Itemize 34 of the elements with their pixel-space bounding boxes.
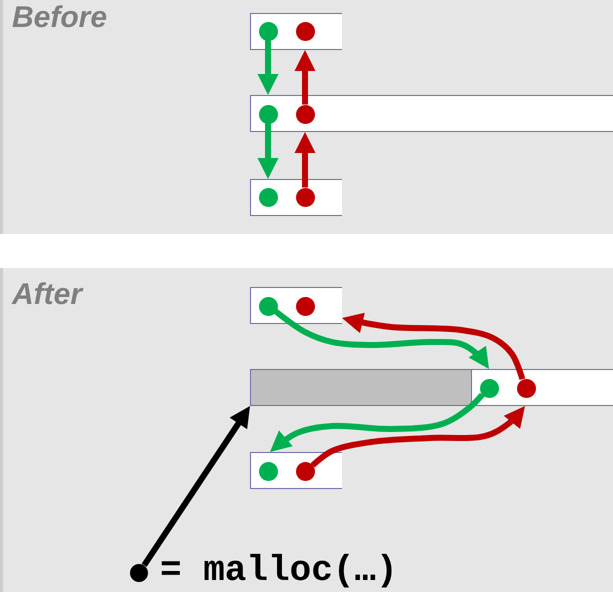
- arrow: [258, 124, 278, 179]
- panel: [0, 268, 613, 592]
- panel-heading: Before: [12, 3, 108, 33]
- arrow: [268, 392, 485, 454]
- arrow: [310, 404, 528, 468]
- arrow: [274, 309, 492, 371]
- memory-block: [250, 13, 342, 50]
- dot-icon: [258, 104, 278, 124]
- arrow: [294, 132, 316, 188]
- memory-block: [471, 369, 613, 406]
- memory-block: [250, 179, 342, 216]
- dot-icon: [258, 296, 278, 316]
- memory-block: [250, 287, 342, 324]
- dot-icon: [480, 378, 498, 398]
- memory-block: [250, 95, 613, 132]
- code-label: = malloc(…): [160, 553, 398, 589]
- arrow: [258, 40, 278, 95]
- dot-icon: [296, 104, 314, 124]
- memory-block: [250, 452, 342, 489]
- dot-icon: [516, 378, 536, 398]
- dot-icon: [258, 462, 278, 480]
- panel: [0, 0, 613, 234]
- arrow: [294, 50, 316, 104]
- dot-icon: [296, 188, 314, 206]
- arrow: [341, 312, 526, 380]
- dot-icon: [258, 188, 278, 206]
- panel-heading: After: [12, 280, 82, 310]
- arrow: [142, 404, 252, 567]
- allocated-block: [250, 369, 471, 406]
- dot-icon: [258, 22, 278, 40]
- dot-icon: [130, 564, 148, 582]
- dot-icon: [296, 462, 314, 480]
- dot-icon: [296, 22, 314, 40]
- dot-icon: [296, 296, 314, 316]
